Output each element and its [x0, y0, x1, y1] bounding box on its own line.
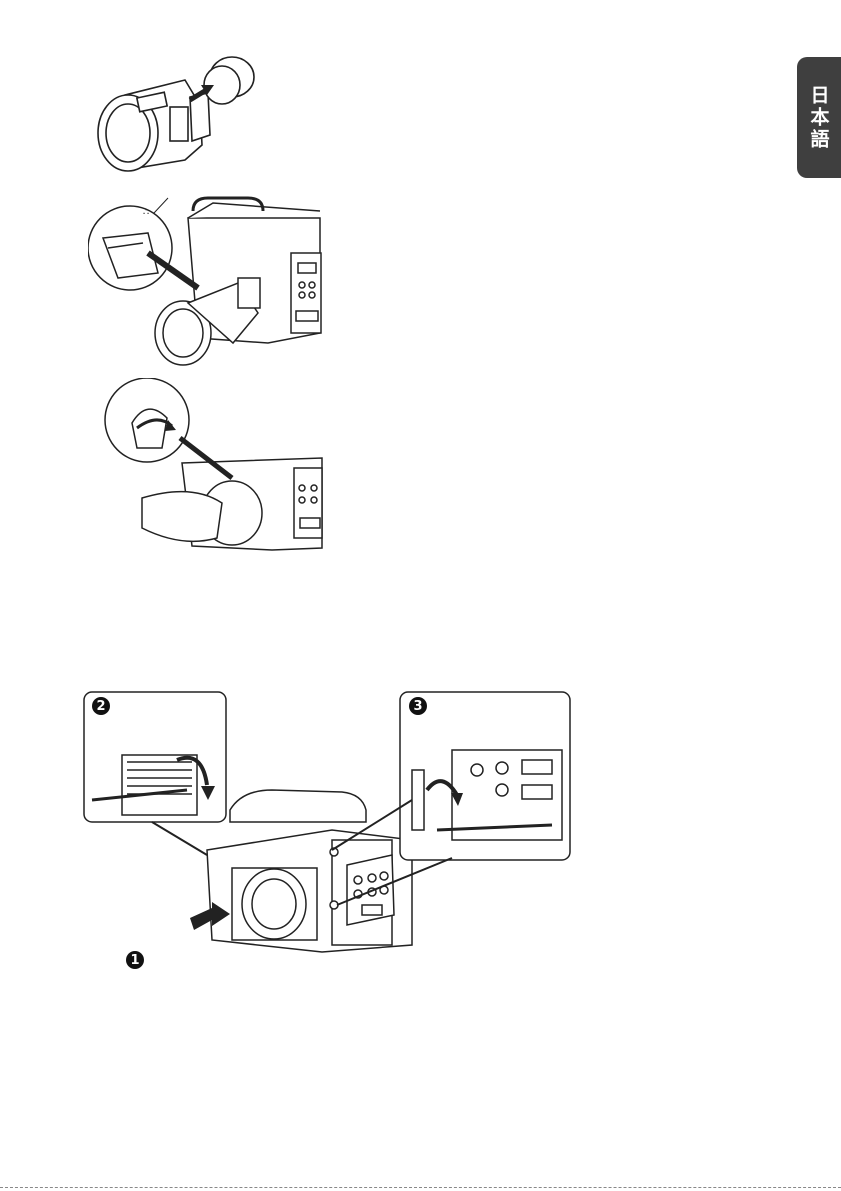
language-tab-label: 日本語 [806, 85, 833, 151]
cover-removal-illustration [82, 690, 574, 975]
lens-cap-figure [90, 55, 260, 180]
step-badge-3: 3 [409, 697, 427, 715]
lens-lock-figure [102, 378, 327, 558]
language-tab: 日本語 [797, 57, 841, 178]
step-badge-1: 1 [126, 951, 144, 969]
page-trim-line [0, 1187, 841, 1188]
svg-text:∴: ∴ [143, 207, 149, 218]
lens-cap-illustration [90, 55, 260, 180]
lens-lock-illustration [102, 378, 327, 558]
lens-insert-illustration: ∴ [88, 193, 328, 373]
step-badge-2: 2 [92, 697, 110, 715]
cover-removal-figure [82, 690, 574, 975]
lens-insert-figure: ∴ [88, 193, 328, 373]
